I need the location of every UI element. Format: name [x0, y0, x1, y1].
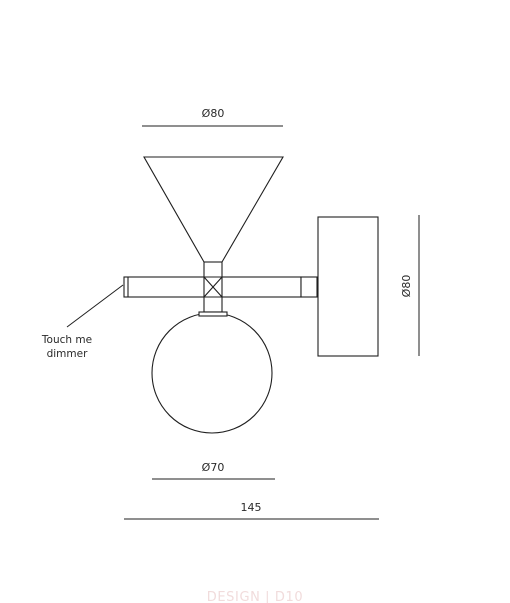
shade-diameter-label: Ø80 [202, 107, 225, 120]
shade-dimension: Ø80 [142, 107, 283, 127]
watermark: DESIGN | D10 [207, 590, 304, 603]
dimmer-leader-line [66, 284, 124, 328]
globe-collar [198, 311, 228, 317]
dimmer-label-line1: Touch me [41, 334, 92, 346]
backplate-diameter-label: Ø80 [400, 275, 413, 298]
globe-dimension: Ø70 [152, 461, 275, 480]
joint-diagonal-b [203, 276, 223, 298]
dimmer-callout: Touch me dimmer [41, 284, 124, 360]
backplate [317, 216, 379, 357]
overall-length-label: 145 [241, 501, 262, 514]
length-dimension: 145 [124, 501, 379, 520]
cone-shade [143, 156, 284, 263]
backplate-dimension: Ø80 [400, 215, 420, 356]
globe [151, 312, 273, 434]
dimmer-label-line2: dimmer [47, 348, 88, 360]
arm-connector [300, 276, 318, 298]
globe-diameter-label: Ø70 [202, 461, 225, 474]
